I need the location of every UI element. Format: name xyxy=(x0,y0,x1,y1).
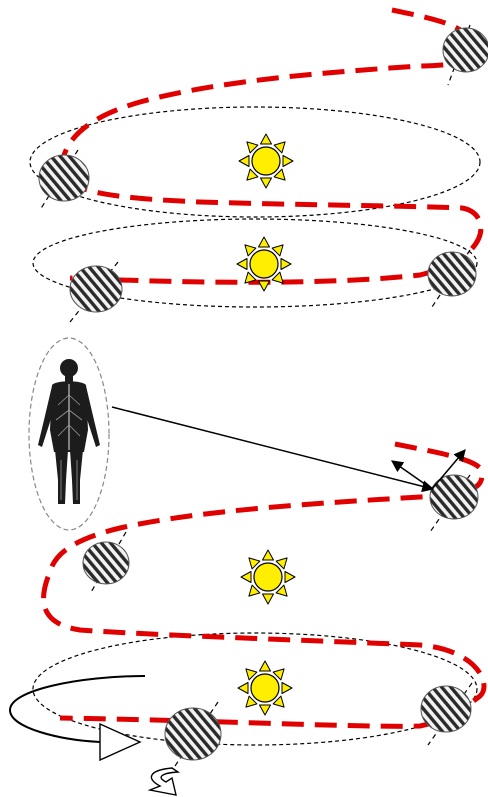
orbit-direction-curve xyxy=(10,676,145,742)
sun-icon xyxy=(238,661,292,715)
sun-core xyxy=(251,674,279,702)
hatched-planet-icon xyxy=(70,266,122,312)
helical-trajectory xyxy=(44,10,484,726)
sun-icon xyxy=(241,550,295,604)
sun-ray xyxy=(281,259,291,270)
sun-ray xyxy=(241,572,251,583)
hatched-planet-icon xyxy=(421,686,471,732)
suns xyxy=(237,134,295,715)
human-head xyxy=(60,359,78,377)
sun-ray xyxy=(263,594,274,604)
triangle-arrow-icon xyxy=(100,724,140,760)
hatched-planet-icon xyxy=(443,28,488,72)
sun-icon xyxy=(239,134,293,188)
sun-ray xyxy=(259,237,270,247)
hatched-planet-icon xyxy=(83,542,129,584)
curved-arrow-icon xyxy=(150,768,178,795)
hatched-planet-icon xyxy=(165,708,221,760)
sun-ray xyxy=(261,178,272,188)
sun-ray xyxy=(259,281,270,291)
sun-core xyxy=(250,250,278,278)
sun-icon xyxy=(237,237,291,291)
sun-ray xyxy=(261,134,272,144)
sun-core xyxy=(254,563,282,591)
sun-ray xyxy=(285,572,295,583)
axis-arrow-left xyxy=(392,461,432,489)
sun-ray xyxy=(283,156,293,167)
sun-core xyxy=(252,147,280,175)
line-of-sight-arrow xyxy=(112,407,433,489)
observer-group xyxy=(29,338,109,530)
hatched-planet-icon xyxy=(430,475,478,519)
sun-ray xyxy=(237,259,247,270)
sun-ray xyxy=(260,705,271,715)
hatched-planet-icon xyxy=(39,155,89,201)
sun-ray xyxy=(260,661,271,671)
sun-ray xyxy=(239,156,249,167)
sun-ray xyxy=(238,683,248,694)
hatched-planet-icon xyxy=(428,252,476,296)
sun-ray xyxy=(282,683,292,694)
sun-ray xyxy=(263,550,274,560)
